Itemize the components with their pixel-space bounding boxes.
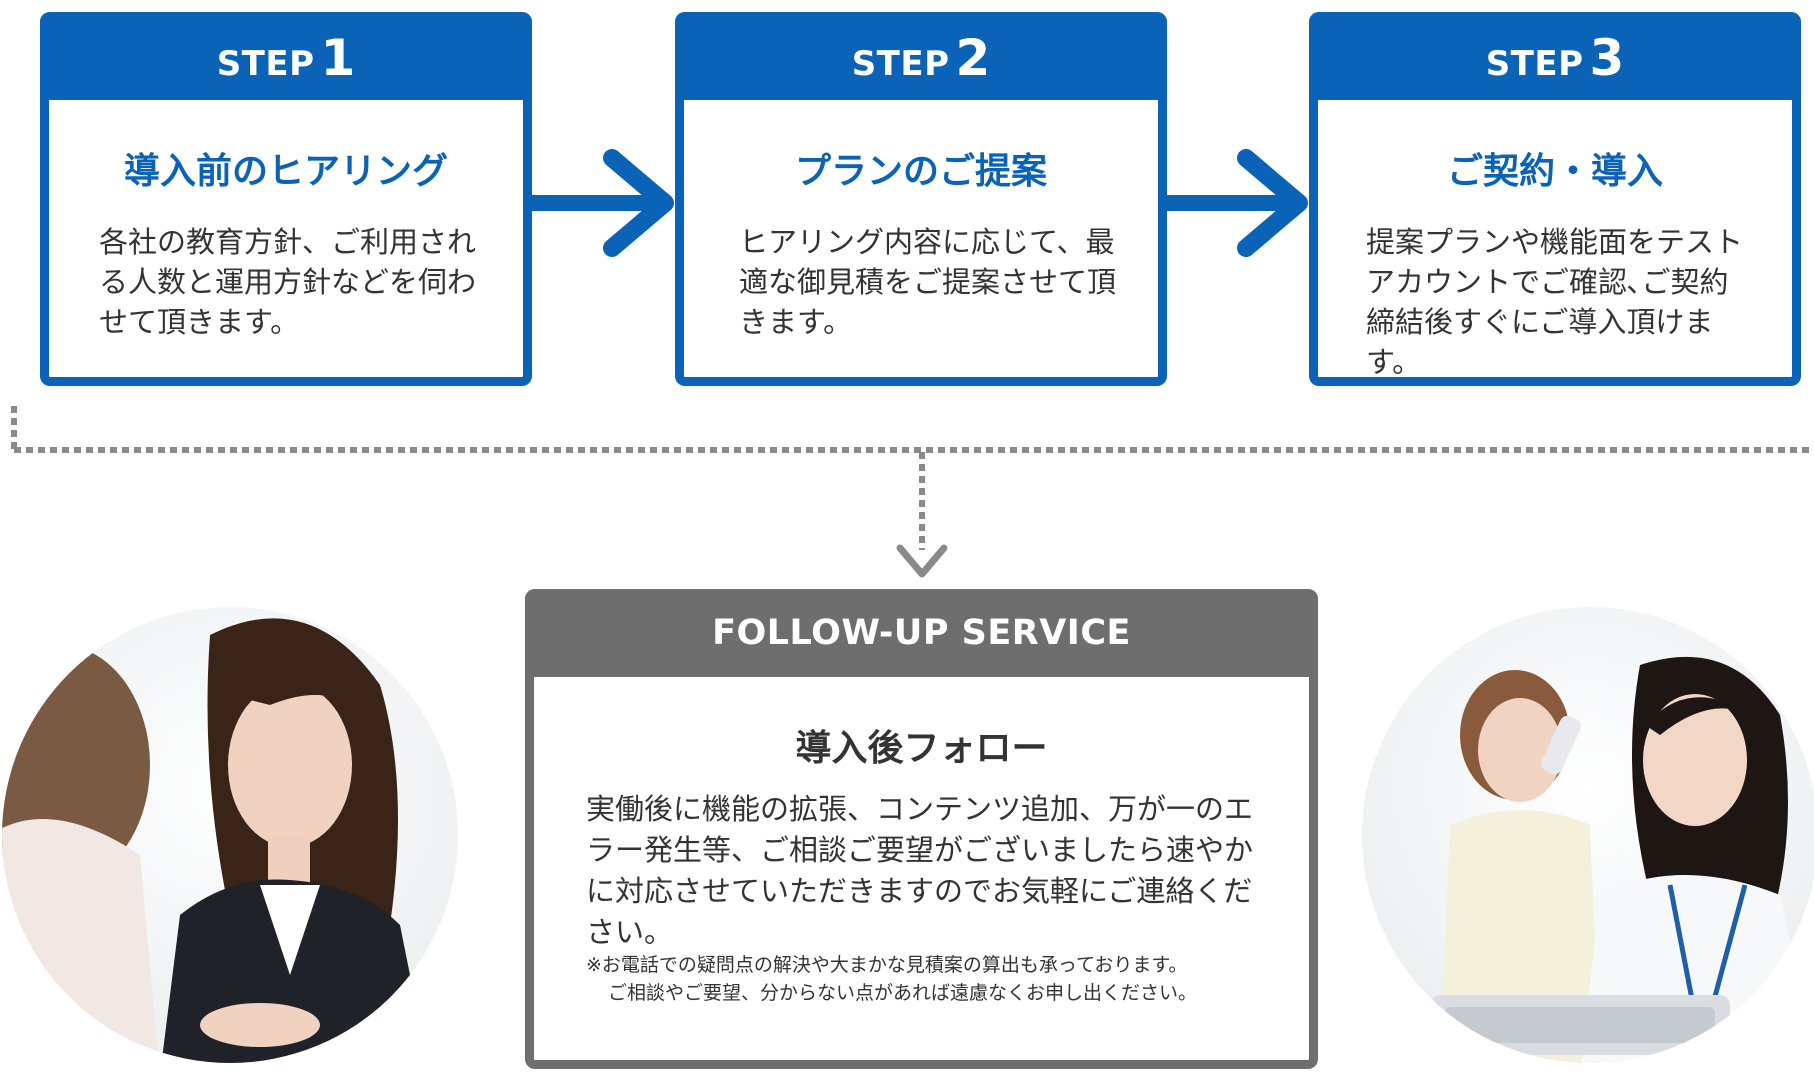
step-2-label: STEP <box>851 44 950 84</box>
follow-up-card: FOLLOW-UP SERVICE 導入後フォロー 実働後に機能の拡張、コンテン… <box>525 589 1318 1069</box>
arrow-step1-to-step2-icon <box>530 149 674 257</box>
follow-up-note-line2: ご相談やご要望、分からない点があれば遠慮なくお申し出ください。 <box>608 982 1198 1004</box>
dotted-bracket-connector <box>11 406 1814 550</box>
step-1-body: 各社の教育方針、ご利用される人数と運用方針などを伺わせて頂きます。 <box>99 225 477 339</box>
step-3-label: STEP <box>1485 44 1584 84</box>
step-2-title: プランのご提案 <box>794 151 1047 192</box>
step-2-number: 2 <box>955 29 991 87</box>
step-2-body: ヒアリング内容に応じて、最適な御見積をご提案させて頂きます。 <box>739 225 1117 339</box>
step-1-title: 導入前のヒアリング <box>123 151 448 192</box>
follow-up-header: FOLLOW-UP SERVICE <box>525 589 1318 677</box>
step-1-label: STEP <box>216 44 315 84</box>
step-3-body: 提案プランや機能面をテストアカウントでご確認､ご契約締結後すぐにご導入頂けます。 <box>1366 225 1744 379</box>
step-3-title: ご契約・導入 <box>1446 151 1663 192</box>
follow-up-note: ※お電話での疑問点の解決や大まかな見積案の算出も承っております。 ご相談やご要望… <box>586 951 1279 1007</box>
step-3-number: 3 <box>1589 29 1625 87</box>
follow-up-title: 導入後フォロー <box>795 728 1048 769</box>
step-1-number: 1 <box>320 29 356 87</box>
consultation-photo <box>2 607 458 1063</box>
chevron-down-icon <box>896 544 948 578</box>
call-center-photo <box>1362 607 1814 1063</box>
arrow-step2-to-step3-icon <box>1164 149 1308 257</box>
follow-up-note-line1: ※お電話での疑問点の解決や大まかな見積案の算出も承っております。 <box>586 954 1188 976</box>
follow-up-body: 実働後に機能の拡張、コンテンツ追加、万が一のエラー発生等、ご相談ご要望がございま… <box>586 792 1254 949</box>
